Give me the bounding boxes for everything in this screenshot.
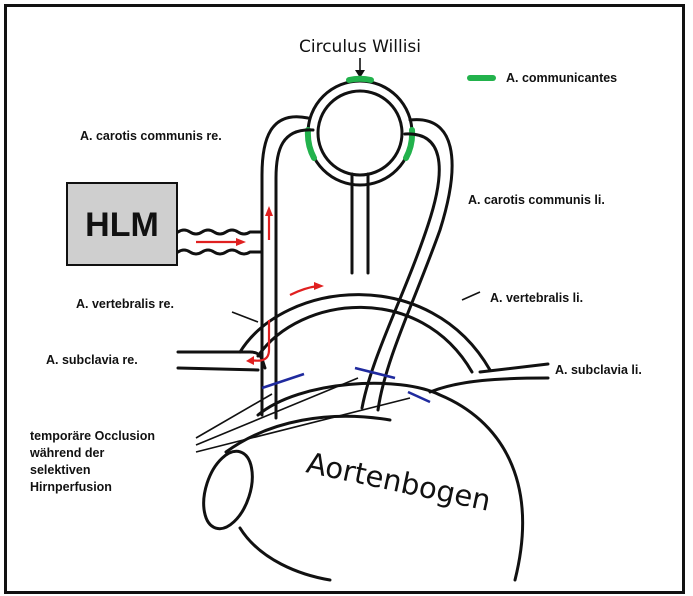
subclavia-re-bottom [178,368,258,370]
carotis-re-outer [262,117,308,415]
occlusion-clamp-3 [408,392,430,402]
diagram-title: Circulus Willisi [299,37,421,57]
flow-subclavian-arrowhead [246,356,254,365]
occlusion-clamp-1 [262,374,304,388]
aorta-opening [195,445,262,535]
occlusion-line-2: während der [29,446,104,460]
aorta-inner-bottom [240,528,330,580]
legend-label: A. communicantes [506,71,617,85]
occlusion-line-3: selektiven [30,463,90,477]
flow-hlm-arrowhead [236,238,246,246]
occlusion-leader-3 [196,398,410,452]
aorta-label: Aortenbogen [304,446,494,518]
label-vertebralis-li: A. vertebralis li. [490,291,583,305]
flow-vertebral [290,286,318,295]
flow-vertebral-arrowhead [314,282,324,290]
vertebralis-re-leader [232,312,258,322]
flow-carotid-arrowhead [265,206,273,216]
circulus-outer [308,81,412,185]
label-subclavia-re: A. subclavia re. [46,353,138,367]
occlusion-line-4: Hirnperfusion [30,480,112,494]
label-vertebralis-re: A. vertebralis re. [76,297,174,311]
carotis-re-inner [276,130,313,418]
circulus-inner [318,91,402,175]
label-carotis-li: A. carotis communis li. [468,193,605,207]
subclavia-li-bottom [430,378,548,392]
hlm-tube-top [178,230,262,234]
occlusion-line-1: temporäre Occlusion [30,429,155,443]
carotis-li-inner [362,134,439,408]
communicans-anterior [349,79,371,80]
hlm-tube-bottom [178,250,262,254]
vertebralis-li-leader [462,292,480,300]
label-subclavia-li: A. subclavia li. [555,363,642,377]
communicans-right [308,130,314,158]
hlm-label: HLM [85,206,159,244]
label-carotis-re: A. carotis communis re. [80,129,222,143]
